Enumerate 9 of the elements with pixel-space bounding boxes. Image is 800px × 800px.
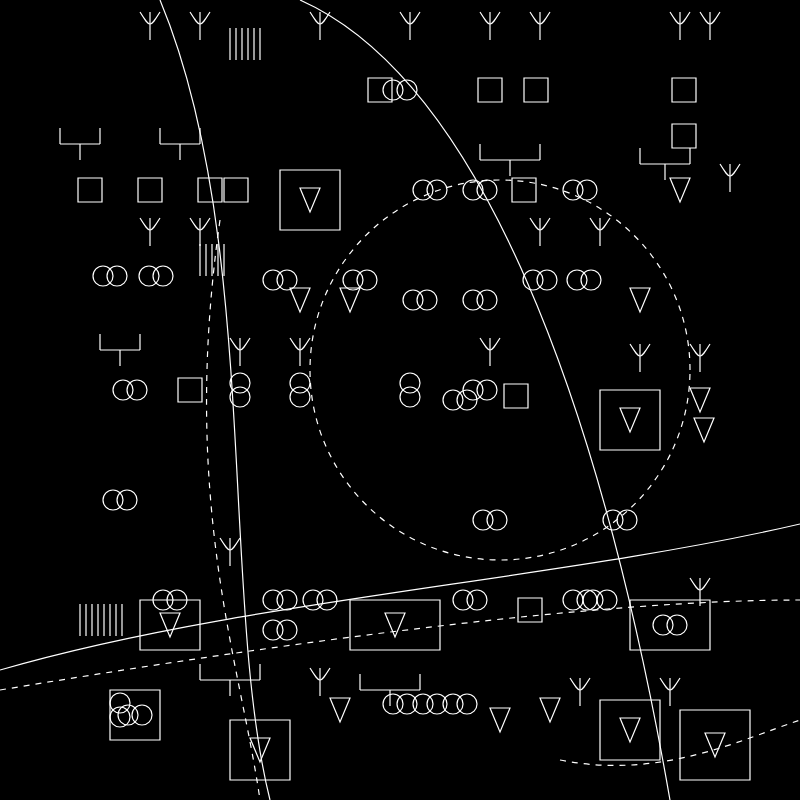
symbol-box (599, 389, 661, 451)
symbol-box (679, 709, 751, 781)
symbol-box (279, 169, 341, 231)
symbol-box (109, 689, 161, 741)
symbol-box (599, 699, 661, 761)
symbol-box (229, 719, 291, 781)
symbol-box (629, 599, 711, 651)
symbol-box (139, 599, 201, 651)
symbol-box (349, 599, 441, 651)
